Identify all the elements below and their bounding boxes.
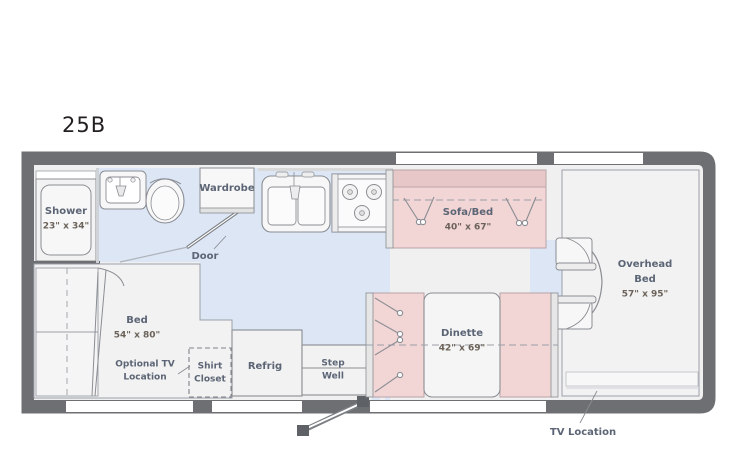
bathroom-door[interactable] xyxy=(186,209,241,249)
label-sofa-bed: Sofa/Bed xyxy=(443,207,493,218)
windows xyxy=(66,153,699,412)
entry-door[interactable] xyxy=(297,396,369,436)
label-wardrobe: Wardrobe xyxy=(199,183,254,194)
kitchen-sink xyxy=(261,171,331,233)
label-overhead-bed-1: Overhead xyxy=(618,259,673,270)
label-door: Door xyxy=(192,251,219,262)
bathroom-door-leaf2[interactable] xyxy=(119,246,189,263)
swivel-seat-front xyxy=(555,237,597,271)
label-optional-tv-1: Optional TV xyxy=(115,360,175,370)
label-shirt-closet-1: Shirt xyxy=(198,362,223,372)
label-bed: Bed xyxy=(126,315,148,326)
label-shower-dim: 23" x 34" xyxy=(43,222,90,232)
step-well-unit xyxy=(301,344,373,396)
swivel-seat-rear xyxy=(555,295,597,330)
refrig-unit xyxy=(231,329,303,397)
shower-fixture xyxy=(35,170,97,262)
dinette-unit xyxy=(365,292,559,398)
leader-lines xyxy=(177,235,598,424)
label-shower: Shower xyxy=(45,206,87,217)
page-title: 25B xyxy=(62,113,107,137)
wardrobe-unit xyxy=(199,167,255,214)
label-sofa-bed-dim: 40" x 67" xyxy=(445,223,492,233)
label-step-well-1: Step xyxy=(321,359,345,369)
label-overhead-bed-dim: 57" x 95" xyxy=(622,290,669,300)
label-bed-dim: 54" x 80" xyxy=(114,331,161,341)
label-tv-location: TV Location xyxy=(550,427,616,438)
label-step-well-2: Well xyxy=(322,372,344,382)
bathroom xyxy=(34,168,241,264)
lavatory-sink xyxy=(99,170,147,210)
shirt-closet-unit xyxy=(188,347,232,398)
galley-counter xyxy=(258,168,393,233)
label-dinette-dim: 42" x 69" xyxy=(439,344,486,354)
room-labels: Shower 23" x 34" Wardrobe Door Sofa/Bed … xyxy=(43,183,673,438)
toilet-fixture xyxy=(145,178,185,224)
sofa-bed-unit xyxy=(385,169,547,249)
label-shirt-closet-2: Closet xyxy=(194,375,226,385)
label-overhead-bed-2: Bed xyxy=(634,274,656,285)
bedroom-area xyxy=(33,263,233,399)
label-optional-tv-2: Location xyxy=(123,373,166,383)
label-dinette: Dinette xyxy=(441,328,483,339)
overhead-bed-area xyxy=(555,169,700,397)
cooktop-range xyxy=(331,173,393,233)
label-refrig: Refrig xyxy=(248,361,282,372)
